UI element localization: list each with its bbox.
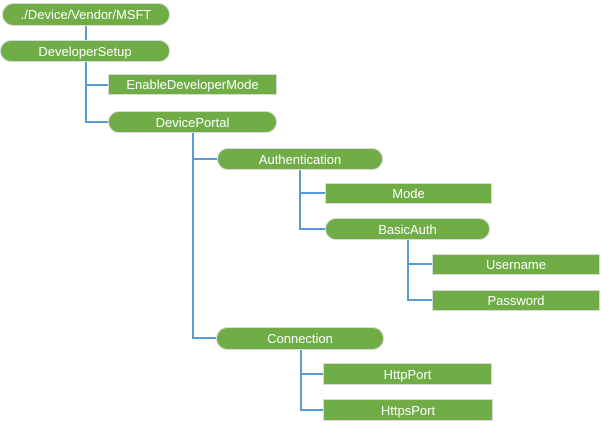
node-password: Password [432,290,600,311]
connector-branch-enabledevelopermode [85,84,108,86]
connector-deviceportal-trunk [192,133,194,339]
node-deviceportal: DevicePortal [108,111,277,133]
node-device-vendor-msft: ./Device/Vendor/MSFT [2,3,170,26]
connector-branch-connection [192,337,216,339]
connector-authentication-trunk [299,170,301,230]
node-mode: Mode [325,183,492,204]
node-httpsport: HttpsPort [323,399,493,421]
connector-branch-mode [299,192,325,194]
node-authentication: Authentication [217,148,383,170]
connector-root-developersetup [85,26,87,40]
node-basicauth: BasicAuth [325,218,490,240]
connector-developersetup-trunk [85,62,87,123]
node-connection: Connection [216,327,384,350]
connector-basicauth-trunk [407,240,409,301]
connector-branch-authentication [192,158,217,160]
node-enabledevelopermode: EnableDeveloperMode [108,74,277,95]
connector-branch-httpsport [300,409,323,411]
connector-branch-httpport [300,373,323,375]
node-developersetup: DeveloperSetup [0,40,170,62]
connector-branch-password [407,299,432,301]
connector-branch-deviceportal [85,121,108,123]
node-username: Username [432,254,600,275]
connector-connection-trunk [300,350,302,411]
connector-branch-username [407,263,432,265]
connector-branch-basicauth [299,228,325,230]
node-httpport: HttpPort [323,363,492,385]
